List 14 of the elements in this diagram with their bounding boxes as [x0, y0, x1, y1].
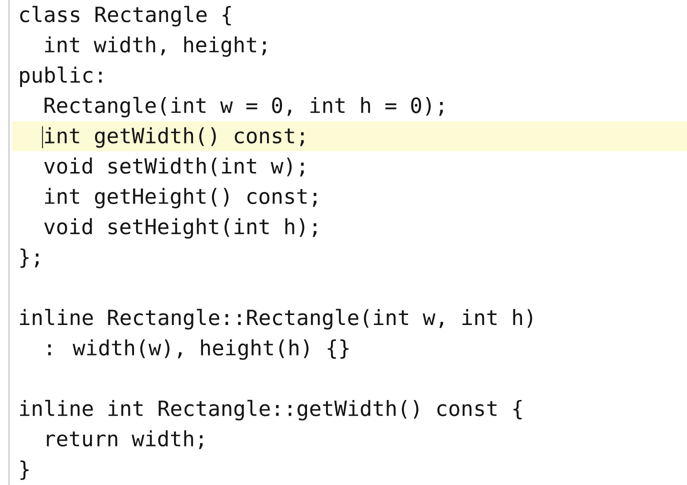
- code-line: }: [20, 460, 29, 480]
- code-line: Rectangle(int w = 0, int h = 0);: [44, 96, 443, 118]
- code-line: int width, height;: [45, 36, 266, 57]
- code-line: inline Rectangle::Rectangle(int w, int h): [20, 308, 532, 330]
- code-line: inline int Rectangle::getWidth() const {: [20, 400, 522, 420]
- code-line: void setWidth(int w);: [44, 158, 304, 176]
- code-line: : width(w), height(h) {}: [48, 339, 349, 360]
- code-line: void setHeight(int h);: [44, 218, 316, 239]
- code-line: int getWidth() const;: [45, 127, 304, 148]
- code-line: public:: [20, 66, 102, 87]
- code-line: int getHeight() const;: [45, 188, 316, 208]
- code-line: class Rectangle {: [20, 6, 231, 27]
- code-line: return width;: [46, 430, 203, 450]
- code-line: };: [20, 248, 39, 268]
